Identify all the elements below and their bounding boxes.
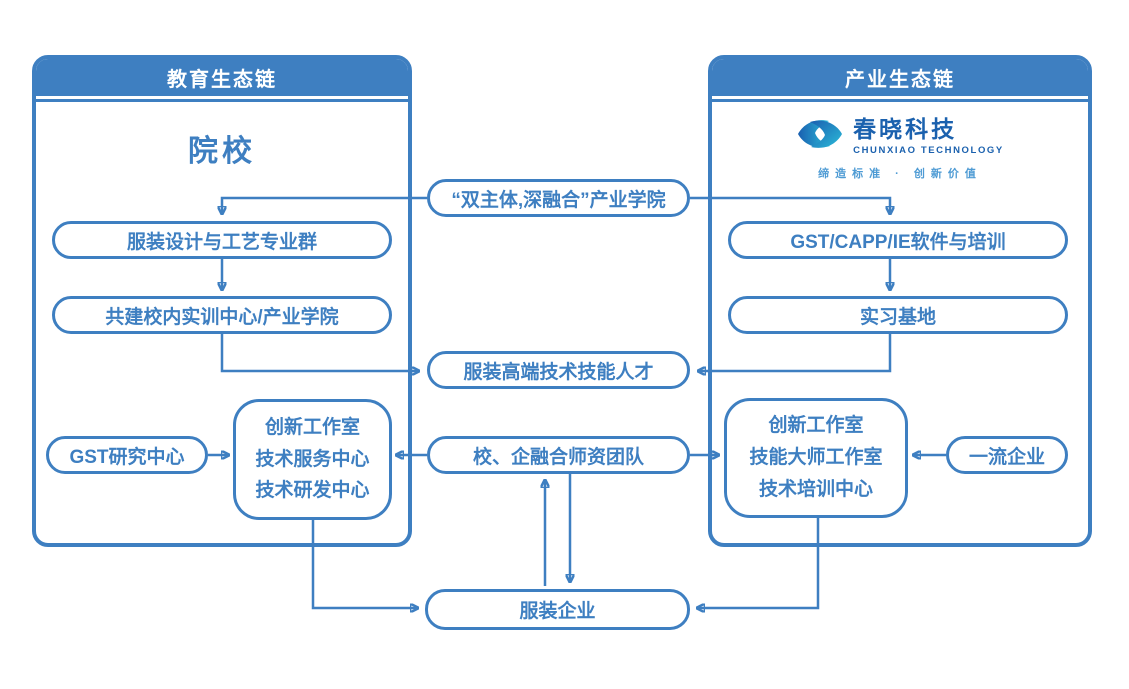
logo-tagline: 缔造标准 · 创新价值 <box>818 168 982 180</box>
box-software-training: GST/CAPP/IE软件与培训 <box>728 221 1068 259</box>
box-internship-base: 实习基地 <box>728 296 1068 334</box>
industry-chain-header-divider <box>712 99 1088 102</box>
box-left-centers: 创新工作室 技术服务中心 技术研发中心 <box>233 399 392 520</box>
industry-chain-header: 产业生态链 <box>712 59 1088 99</box>
left-centers-line: 技术服务中心 <box>255 448 370 470</box>
right-centers-line: 技能大师工作室 <box>749 447 883 469</box>
box-top-enterprise: 一流企业 <box>946 436 1068 474</box>
box-industry-college: “双主体,深融合”产业学院 <box>427 179 690 217</box>
left-centers-line: 技术研发中心 <box>255 480 370 502</box>
left-centers-line: 创新工作室 <box>264 416 360 438</box>
right-centers-line: 创新工作室 <box>768 415 864 437</box>
box-major-group: 服装设计与工艺专业群 <box>52 221 392 259</box>
eye-swirl-logo-icon <box>796 116 844 157</box>
logo-name: 春晓科技 <box>853 116 958 143</box>
education-chain-header: 教育生态链 <box>36 59 408 99</box>
right-centers-line: 技术培训中心 <box>758 478 873 500</box>
education-chain-header-divider <box>36 99 408 102</box>
box-talent: 服装高端技术技能人才 <box>427 351 690 389</box>
box-training-center: 共建校内实训中心/产业学院 <box>52 296 392 334</box>
box-teacher-team: 校、企融合师资团队 <box>427 436 690 474</box>
logo-subtitle: CHUNXIAO TECHNOLOGY <box>853 144 1004 156</box>
box-garment-enterprise: 服装企业 <box>425 589 690 630</box>
box-right-centers: 创新工作室 技能大师工作室 技术培训中心 <box>724 398 908 518</box>
box-gst-research: GST研究中心 <box>46 436 208 474</box>
school-title: 院校 <box>188 135 256 168</box>
chunxiao-logo: 春晓科技 CHUNXIAO TECHNOLOGY 缔造标准 · 创新价值 <box>712 116 1088 181</box>
